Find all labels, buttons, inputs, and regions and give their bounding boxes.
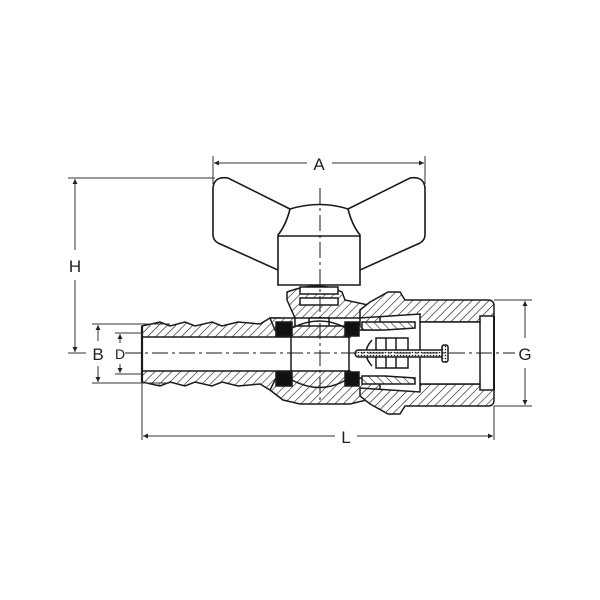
dimension-label-d: D [115,346,125,362]
dimension-h [68,177,215,354]
dimension-l [141,383,495,440]
dimension-label-a: A [313,155,325,174]
dimension-a [212,156,426,184]
dimension-label-b: B [92,345,103,364]
dimension-g [494,299,532,407]
valve-body [268,310,381,405]
dimension-label-h: H [69,257,81,276]
butterfly-handle [212,176,426,286]
dimension-b [92,323,170,384]
dimension-d [115,332,142,375]
hose-tail [140,317,281,391]
dimension-label-l: L [341,428,350,447]
center-lines [125,188,515,400]
dimension-label-g: G [518,345,531,364]
